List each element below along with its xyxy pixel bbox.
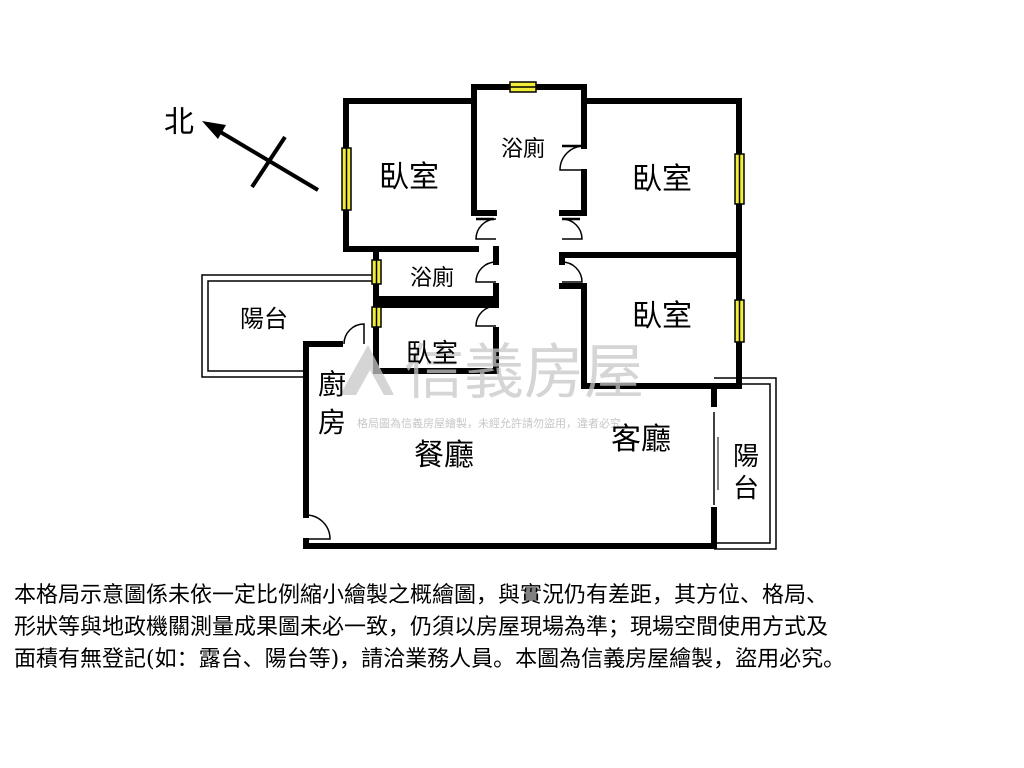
- watermark: 信義房屋 格局圖為信義房屋繪製，未經允許請勿盜用，違者必究: [340, 338, 644, 430]
- watermark-notice: 格局圖為信義房屋繪製，未經允許請勿盜用，違者必究: [357, 416, 621, 430]
- disclaimer-line: 本格局示意圖係未依一定比例縮小繪製之概繪圖，與實況仍有差距，其方位、格局、: [14, 583, 829, 608]
- label-balcony-left: 陽台: [240, 305, 288, 333]
- disclaimer-line: 形狀等與地政機關測量成果圖未必一致，仍須以房屋現場為準；現場空間使用方式及: [14, 615, 829, 640]
- north-compass: 北: [164, 105, 320, 192]
- balcony-left-outline: [201, 274, 376, 378]
- disclaimer: 本格局示意圖係未依一定比例縮小繪製之概繪圖，與實況仍有差距，其方位、格局、 形狀…: [14, 580, 1014, 676]
- door-leaves: [476, 144, 584, 221]
- watermark-brand: 信義房屋: [404, 338, 644, 408]
- label-bedroom-top-right: 臥室: [632, 162, 692, 197]
- label-balcony-right-2: 台: [733, 474, 759, 504]
- label-kitchen-1: 廚: [318, 368, 346, 401]
- label-bathroom-middle: 浴廁: [410, 266, 454, 291]
- north-label: 北: [164, 105, 194, 140]
- windows: [341, 81, 745, 343]
- label-living-room: 客廳: [611, 422, 671, 457]
- label-balcony-right-1: 陽: [733, 442, 759, 472]
- label-dining-room: 餐廳: [414, 438, 474, 473]
- watermark-logo: [340, 345, 394, 395]
- label-bathroom-top: 浴廁: [501, 137, 545, 162]
- label-bedroom-top-left: 臥室: [379, 160, 439, 195]
- label-bedroom-right: 臥室: [632, 299, 692, 334]
- label-bedroom-small: 臥室: [406, 339, 458, 369]
- label-kitchen-2: 房: [318, 406, 346, 439]
- disclaimer-line: 面積有無登記(如：露台、陽台等)，請洽業務人員。本圖為信義房屋繪製，盜用必究。: [14, 647, 846, 672]
